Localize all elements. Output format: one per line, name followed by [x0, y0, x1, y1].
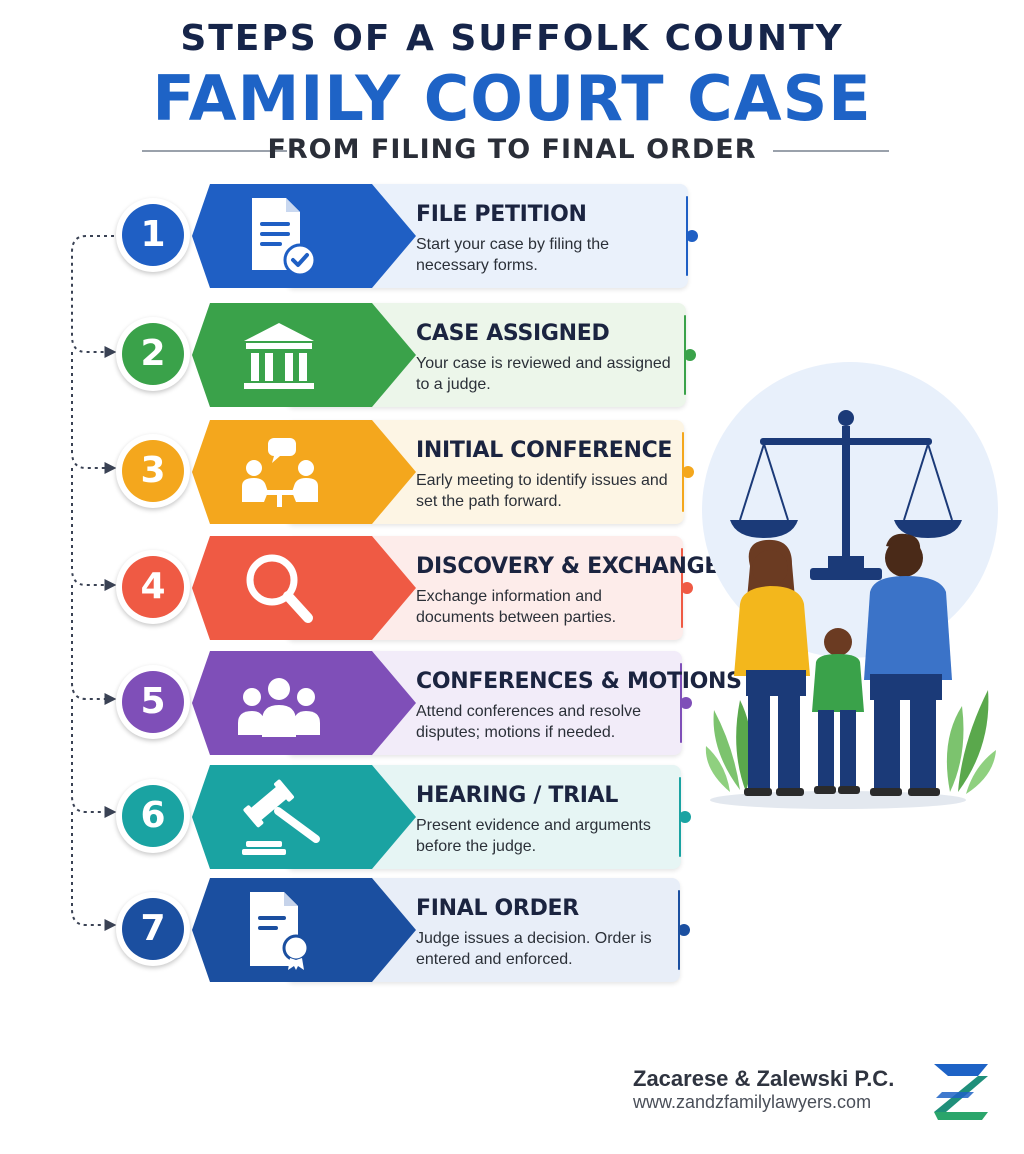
step-title: CASE ASSIGNED — [416, 321, 610, 346]
step-number: 3 — [122, 440, 184, 502]
step-number-badge: 5 — [116, 665, 190, 739]
gavel-icon — [234, 775, 324, 859]
step-number-badge: 6 — [116, 779, 190, 853]
step-number: 1 — [122, 204, 184, 266]
group-icon — [234, 661, 324, 745]
subtitle-rule-right — [773, 150, 889, 152]
step-1: 1 FILE PETITION Start your case by filin… — [116, 184, 698, 288]
step-dot — [682, 466, 694, 478]
step-dot — [679, 811, 691, 823]
step-dot — [686, 230, 698, 242]
website-link[interactable]: www.zandzfamilylawyers.com — [633, 1092, 872, 1112]
step-description: Early meeting to identify issues and set… — [416, 472, 668, 510]
step-description: Attend conferences and resolve disputes;… — [416, 703, 642, 741]
step-number: 4 — [122, 556, 184, 618]
firm-name: Zacarese & Zalewski P.C. — [633, 1066, 895, 1091]
step-dot — [680, 697, 692, 709]
step-number: 5 — [122, 671, 184, 733]
title-line-1: STEPS OF A SUFFOLK COUNTY — [180, 18, 844, 59]
step-number: 2 — [122, 323, 184, 385]
step-number-badge: 2 — [116, 317, 190, 391]
step-description: Exchange information and documents betwe… — [416, 588, 617, 626]
step-7: 7 FINAL ORDER Judge issues a decision. O… — [116, 878, 690, 982]
zz-logo-icon — [928, 1058, 994, 1124]
subtitle-rule-left — [142, 150, 287, 152]
step-title: FINAL ORDER — [416, 896, 579, 921]
step-2: 2 CASE ASSIGNED Your case is reviewed an… — [116, 303, 696, 407]
document-check-icon — [234, 194, 324, 278]
family-with-scales-of-justice-icon — [700, 360, 1000, 820]
step-chevron — [190, 878, 420, 982]
step-number-badge: 1 — [116, 198, 190, 272]
step-5: 5 CONFERENCES & MOTIONS Attend conferenc… — [116, 651, 742, 755]
step-description: Your case is reviewed and assigned to a … — [416, 355, 671, 393]
step-6: 6 HEARING / TRIAL Present evidence and a… — [116, 765, 691, 869]
step-description: Judge issues a decision. Order is entere… — [416, 930, 652, 968]
step-dot — [681, 582, 693, 594]
step-number: 7 — [122, 898, 184, 960]
step-dot — [684, 349, 696, 361]
step-title: INITIAL CONFERENCE — [416, 438, 673, 463]
step-number-badge: 3 — [116, 434, 190, 508]
step-description: Present evidence and arguments before th… — [416, 817, 651, 855]
step-dot — [678, 924, 690, 936]
title-line-2: FAMILY COURT CASE — [152, 62, 872, 135]
subtitle: FROM FILING TO FINAL ORDER — [267, 134, 757, 165]
step-title: DISCOVERY & EXCHANGE — [416, 554, 720, 579]
step-4: 4 DISCOVERY & EXCHANGE Exchange informat… — [116, 536, 719, 640]
step-3: 3 INITIAL CONFERENCE Early meeting to id… — [116, 420, 694, 524]
step-title: CONFERENCES & MOTIONS — [416, 669, 742, 694]
courthouse-icon — [234, 313, 324, 397]
magnifier-icon — [234, 546, 324, 630]
step-number-badge: 7 — [116, 892, 190, 966]
step-number-badge: 4 — [116, 550, 190, 624]
step-number: 6 — [122, 785, 184, 847]
step-description: Start your case by filing the necessary … — [416, 236, 609, 274]
step-chevron — [190, 536, 420, 640]
step-title: FILE PETITION — [416, 202, 587, 227]
certificate-icon — [234, 888, 324, 972]
step-title: HEARING / TRIAL — [416, 783, 619, 808]
step-chevron — [190, 184, 420, 288]
meeting-icon — [234, 430, 324, 514]
step-connector — [71, 235, 117, 931]
